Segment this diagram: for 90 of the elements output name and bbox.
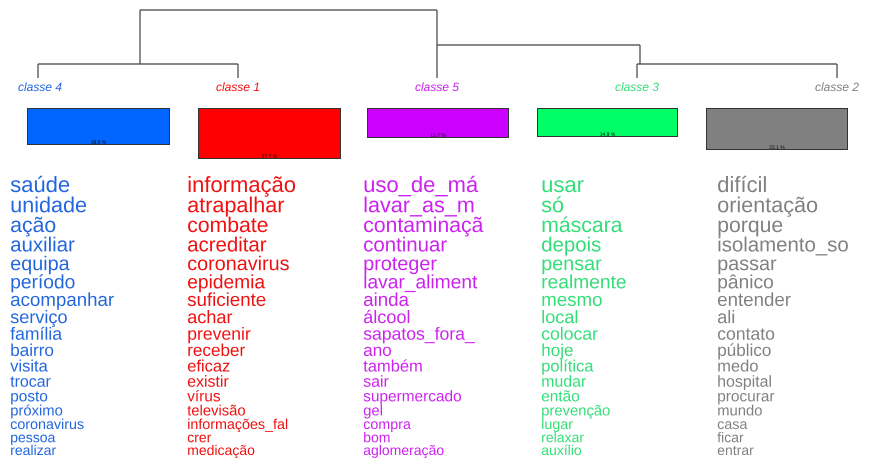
word-label: contaminaçã [364,216,484,236]
word-label: trocar [10,376,51,387]
word-label: hospital [718,375,771,390]
word-label: hoje [542,344,573,360]
word-label: televisão [187,404,245,416]
node-label: classe 5 [415,82,460,92]
node-label: classe 1 [216,82,259,92]
word-label: suficiente [188,292,266,306]
word-label: aglomeração [364,444,444,458]
word-label: difícil [718,176,766,192]
node-label: classe 4 [18,82,62,92]
word-label: receber [188,344,245,356]
word-label: máscara [542,216,622,232]
word-label: pessoa [11,434,56,446]
word-label: entender [718,292,791,306]
word-label: depois [542,236,601,256]
word-label: entrar [718,446,754,456]
word-label: bairro [11,344,54,356]
word-label: serviço [10,310,67,327]
word-label: isolamento_so [718,236,848,256]
word-label: casa [718,421,748,430]
word-label: passar [718,259,776,274]
word-label: relaxar [542,432,584,442]
word-label: saúde [10,176,70,192]
word-label: combate [188,216,268,232]
word-label: público [718,343,771,360]
word-label: ação [11,216,56,236]
word-label: lavar_as_m [364,196,474,216]
word-label: acreditar [188,236,266,252]
word-label: coronavirus [188,256,289,270]
word-label: usar [542,180,584,192]
word-label: medicação [188,444,254,458]
word-label: mudar [542,375,586,387]
word-label: pânico [718,274,773,292]
word-label: auxílio [542,444,582,456]
word-label: lavar_aliment [364,274,478,292]
word-label: posto [11,391,48,404]
word-label: bom [364,432,390,442]
word-label: período [11,274,74,292]
word-label: então [542,390,580,402]
word-label: existir [188,375,228,387]
word-label: álcool [364,310,410,324]
word-label: realizar [11,444,56,456]
word-label: próximo [11,404,62,418]
word-label: unidade [12,196,86,212]
node-label: classe 2 [815,82,859,92]
word-label: realmente [542,274,626,288]
word-label: procurar [718,393,774,404]
word-label: crer [188,434,212,442]
word-label: prevenir [188,326,250,344]
word-label: mesmo [542,296,602,306]
node-label: classe 3 [615,82,659,92]
word-label: só [542,196,564,212]
word-label: medo [718,360,758,372]
word-label: sair [364,375,389,387]
word-label: ainda [364,292,409,306]
word-label: acompanhar [11,292,114,310]
word-label: eficaz [188,360,230,372]
word-label: colocar [542,326,598,340]
word-label: porque [718,220,782,236]
word-label: lugar [542,418,573,432]
word-label: epidemia [188,274,266,292]
word-label: uso_de_má [364,176,478,196]
word-label: informação [188,176,296,197]
word-label: compra [364,421,411,432]
word-label: continuar [364,236,447,252]
word-label: proteger [364,257,437,274]
word-label: informações_fal [188,418,288,432]
word-label: mundo [718,404,762,416]
word-label: família [10,326,62,340]
word-label: ano [364,346,391,356]
word-label: política [542,359,594,375]
word-label: prevenção [542,404,610,419]
word-label: ficar [717,432,744,442]
word-label: supermercado [364,390,461,404]
word-label: atrapalhar [188,196,284,217]
word-label: local [542,310,578,324]
word-label: coronavirus [10,418,84,430]
word-label: também [363,359,422,372]
word-label: orientação [718,196,818,217]
word-label: pensar [542,259,602,274]
word-label: equipa [11,256,70,274]
word-label: gel [364,404,382,418]
word-label: ali [718,310,734,324]
word-label: achar [188,310,232,324]
word-label: sapatos_fora_ [364,326,475,344]
word-label: contato [718,328,774,340]
word-label: vírus [187,390,220,402]
word-label: visita [10,360,48,372]
word-label: auxiliar [11,236,74,252]
